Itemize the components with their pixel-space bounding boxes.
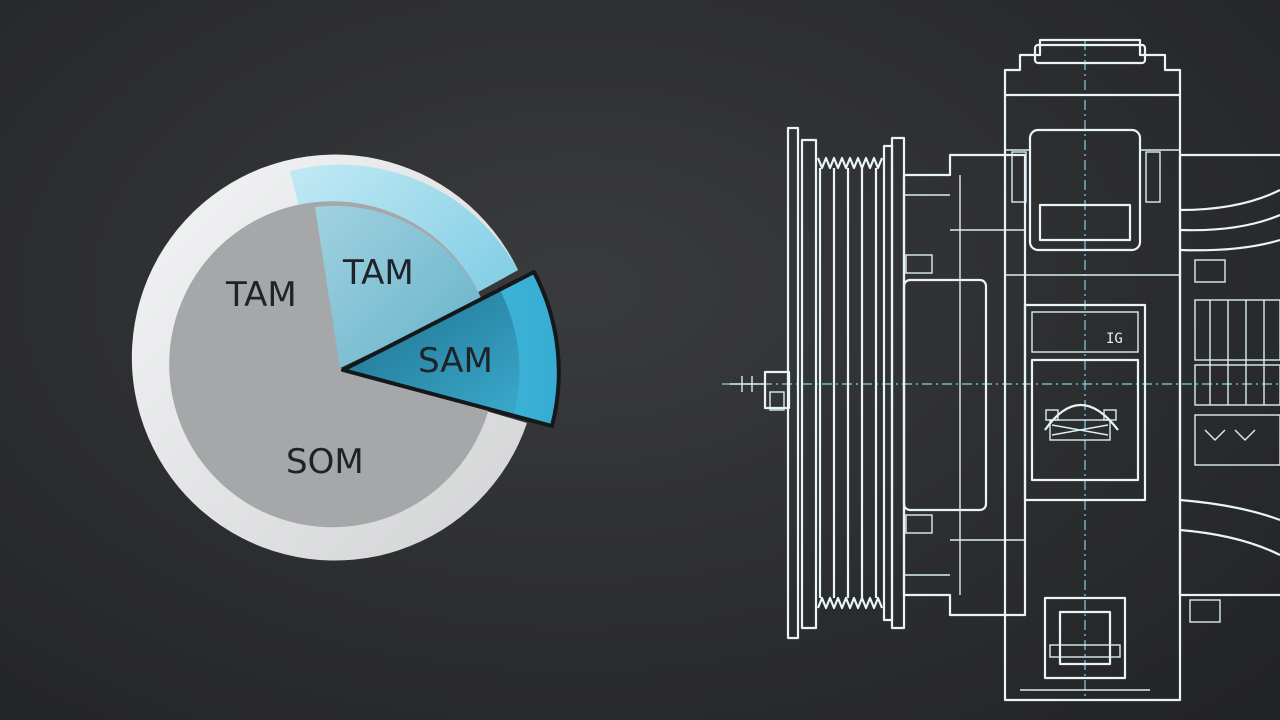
panel-text: IG <box>1106 331 1123 347</box>
top-tower <box>1003 38 1182 702</box>
blueprint-illustration: IG <box>722 38 1280 702</box>
label-tam-inner: TAM <box>342 253 414 293</box>
sam-wedge-outline <box>341 270 561 428</box>
right-section <box>1178 153 1280 623</box>
sam-wedge <box>343 290 520 415</box>
bottom-fitting <box>1020 596 1150 691</box>
label-sam: SAM <box>418 341 493 381</box>
label-som: SOM <box>286 442 364 482</box>
market-size-diagram: TAM TAM SAM SOM <box>131 154 561 561</box>
label-tam-outer: TAM <box>225 275 297 315</box>
tam-blue-segment <box>315 205 482 368</box>
main-housing <box>902 153 1027 617</box>
center-panel: IG <box>1023 303 1147 502</box>
axis-end-marker <box>730 370 791 411</box>
pulley <box>786 126 906 640</box>
